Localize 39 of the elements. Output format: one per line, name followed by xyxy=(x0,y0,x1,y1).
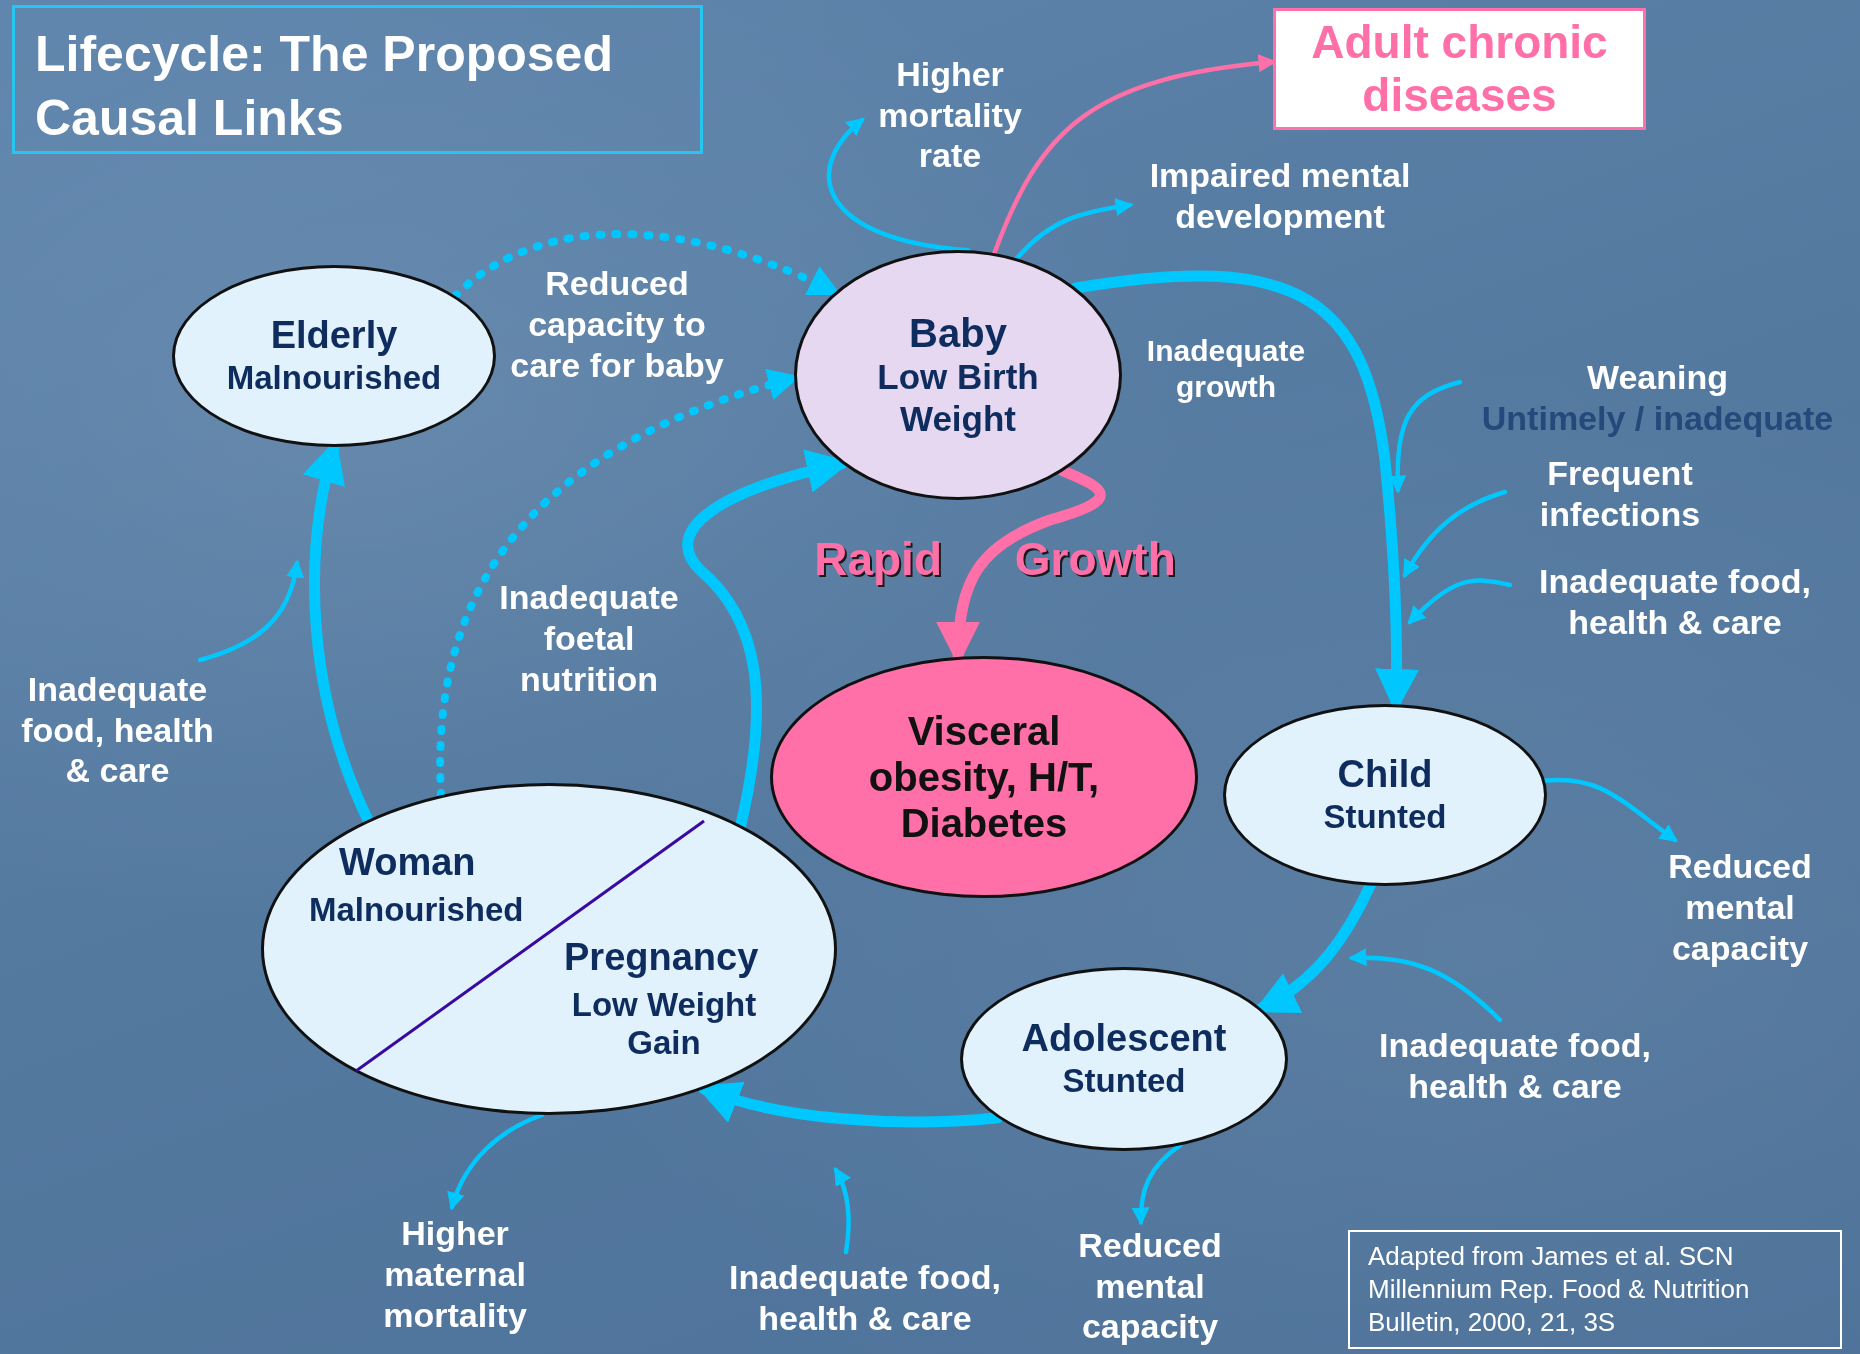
annotation-text: Higher maternal mortality xyxy=(382,1213,528,1336)
node-heading: Baby xyxy=(909,310,1007,356)
node-heading: Adult chronic diseases xyxy=(1310,16,1609,122)
node-text: Malnourished xyxy=(309,891,524,929)
annotation-text: Reduced mental capacity xyxy=(1667,846,1813,969)
curved-arrow xyxy=(1348,948,1503,1023)
node-text: Stunted xyxy=(1323,797,1447,837)
annotation-text: Impaired mental development xyxy=(1148,155,1412,237)
curved-arrow xyxy=(1402,489,1508,579)
node-heading: Visceral obesity, H/T, Diabetes xyxy=(867,708,1101,846)
node-heading: Pregnancy xyxy=(564,936,759,980)
node-heading: Woman xyxy=(339,841,476,885)
annotation-text: Inadequate food, health & care xyxy=(728,1257,1002,1339)
node-heading: Elderly xyxy=(270,314,398,359)
edge-label: Reduced capacity to care for baby xyxy=(509,262,725,386)
title-box: Lifecycle: The Proposed Causal Links xyxy=(12,5,703,154)
edge-label: Rapid Growth xyxy=(813,532,1177,588)
edge-label: Inadequate foetal nutrition xyxy=(498,576,680,700)
edge-label: Inadequate growth xyxy=(1145,333,1307,405)
annotation-text: Inadequate food, health & care xyxy=(20,668,215,792)
node-text: Low Weight Gain xyxy=(570,986,758,1062)
node-text: Malnourished xyxy=(226,358,442,398)
annotation-text: Inadequate food, health & care xyxy=(1378,1025,1652,1107)
curved-arrow xyxy=(1407,578,1513,625)
node-heading: Child xyxy=(1337,753,1433,798)
curved-arrow xyxy=(833,1166,851,1255)
annotation-text: Weaning xyxy=(1585,357,1729,398)
annotation-text: Reduced mental capacity xyxy=(1077,1224,1223,1348)
citation-box: Adapted from James et al. SCN Millennium Rep. Food & Nutrition Bulletin, 2000, 21, 3S xyxy=(1348,1230,1842,1349)
annotation-text: Higher mortality rate xyxy=(877,53,1023,177)
node-text: Low Birth Weight xyxy=(876,356,1040,440)
node-text: Stunted xyxy=(1062,1061,1186,1101)
curved-arrow xyxy=(197,559,304,663)
curved-arrow xyxy=(1014,198,1134,261)
outcome-box xyxy=(1273,8,1646,130)
node-heading: Adolescent xyxy=(1021,1017,1227,1062)
curved-arrow xyxy=(1131,1143,1183,1226)
annotation-text: Inadequate food, health & care xyxy=(1538,561,1812,643)
annotation-text: Frequent infections xyxy=(1538,453,1702,535)
